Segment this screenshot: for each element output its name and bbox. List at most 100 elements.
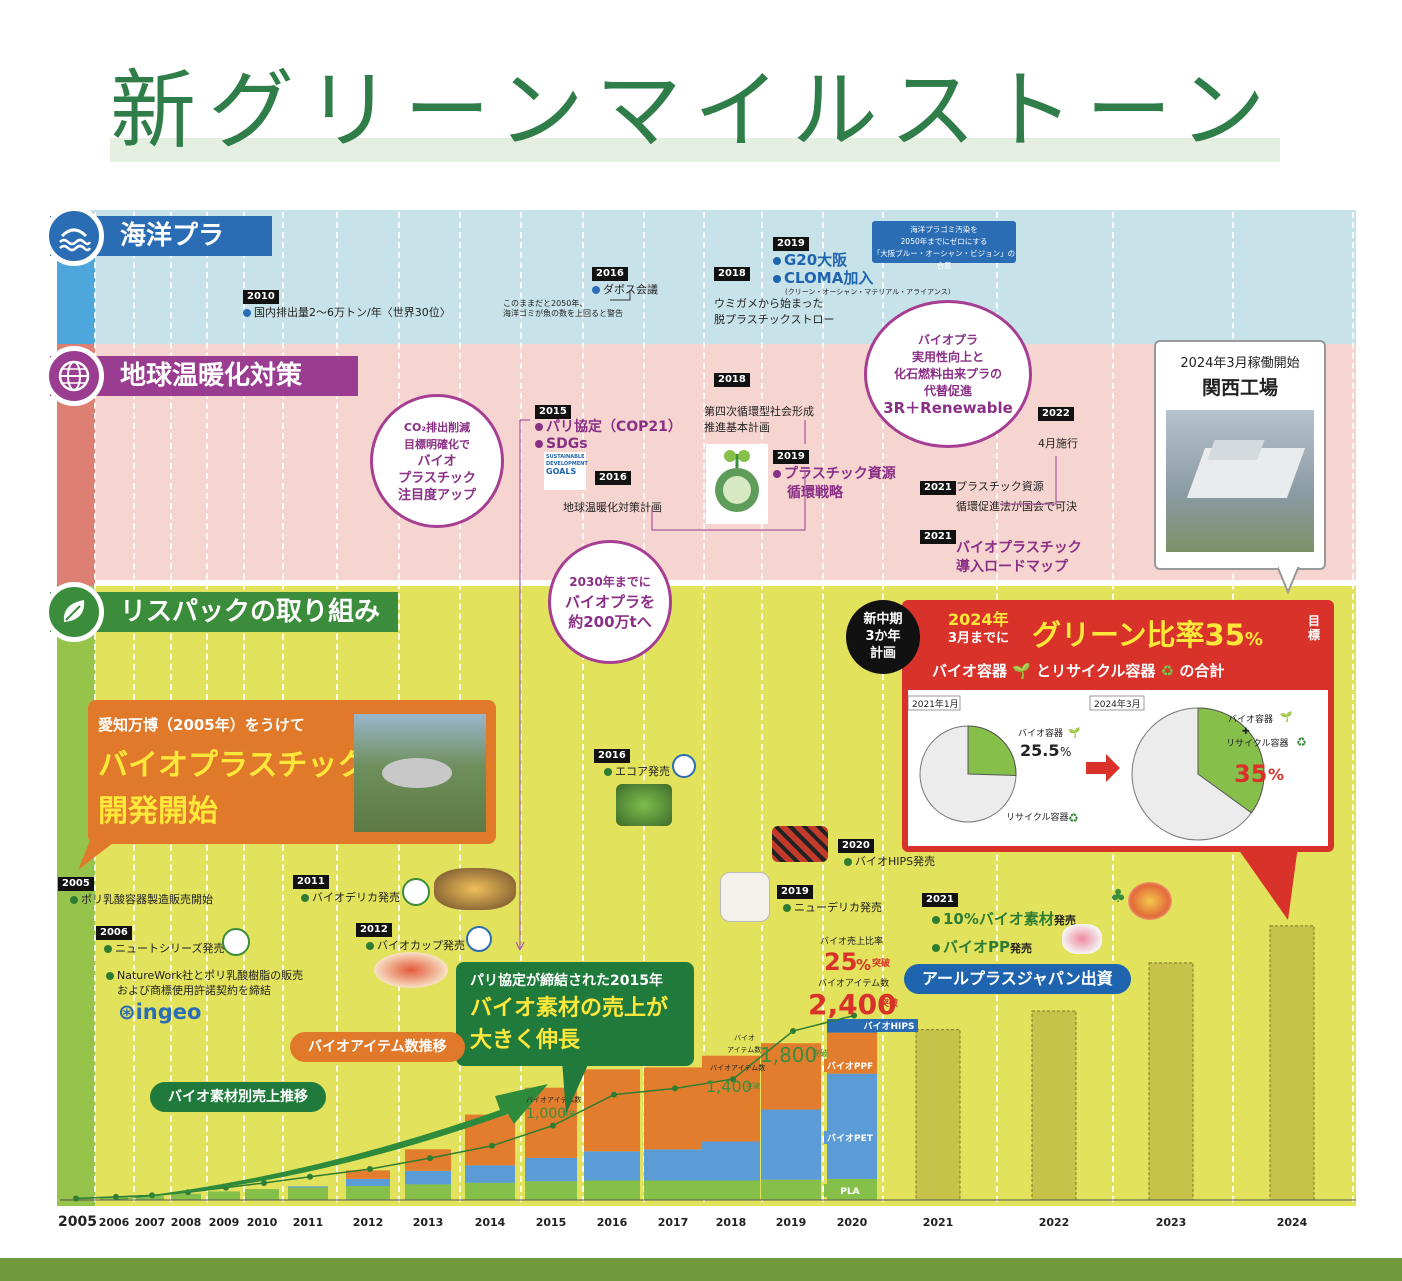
event-text-suffix: 発売	[1010, 942, 1032, 955]
expo-photo	[354, 714, 486, 832]
segment-label-pla-bg	[824, 1184, 876, 1197]
expo-panel: 愛知万博（2005年）をうけて バイオプラスチック 開発開始	[88, 700, 496, 844]
sprout-icon: 🌱	[1068, 727, 1080, 739]
ingeo-logo: ⊛ingeo	[118, 1000, 201, 1024]
year-gridline	[582, 212, 584, 1202]
dot-icon	[243, 309, 251, 317]
sales-ratio-value: 25	[824, 948, 857, 976]
event-text: 循環促進法が国会で可決	[956, 500, 1077, 513]
salad-cup-image	[1128, 882, 1172, 920]
event-text: 脱プラスチックストロー	[714, 313, 835, 326]
ocean-event-2018: 2018 ウミガメから始まった 脱プラスチックストロー	[714, 266, 834, 327]
event-text: 推進基本計画	[704, 421, 770, 434]
target-bar	[1031, 1010, 1077, 1201]
climate-event-2015: 2015 パリ協定（COP21） SDGs	[535, 402, 682, 453]
event-text: G20大阪	[784, 251, 848, 269]
dot-icon	[783, 904, 791, 912]
dot-icon	[104, 945, 112, 953]
items-point	[261, 1179, 267, 1186]
event-text: 地球温暖化対策計画	[563, 501, 662, 514]
climate-header-label: 地球温暖化対策	[120, 361, 303, 391]
pie2-pct: 35	[1234, 760, 1267, 788]
event-text: 国内排出量2～6万トン/年〈世界30位〉	[254, 306, 451, 319]
factory-pointer	[1278, 566, 1300, 595]
event-text: ウミガメから始まった	[714, 297, 824, 310]
plan-headline-text: グリーン比率35	[1032, 618, 1245, 652]
dot-icon	[844, 858, 852, 866]
whale-icon	[44, 206, 104, 266]
bubble-line: 約200万tへ	[568, 613, 652, 631]
pie2-slice	[1197, 707, 1265, 814]
item-count-tag: 突破	[746, 1081, 760, 1090]
bar-segment-PLA	[702, 1180, 760, 1200]
event-text: ポリ乳酸容器製造販売開始	[81, 893, 213, 906]
sdg-line: DEVELOPMENT	[546, 461, 588, 467]
bubble-line: CO₂排出削減	[403, 420, 471, 434]
bar-segment-バイオPET	[644, 1149, 702, 1181]
pp-cup-image	[1062, 924, 1102, 954]
bar-segment-バイオPET	[346, 1178, 390, 1186]
plan-goal-line: 目	[1308, 614, 1321, 628]
item-count-label: バイオアイテム数	[710, 1063, 765, 1072]
event-text: 4月施行	[1038, 437, 1078, 450]
ocean-event-2019: 2019 G20大阪 CLOMA加入 (クリーン・オーシャン・マテリアル・アライ…	[773, 236, 950, 297]
page-title: 新グリーンマイルストーン	[110, 61, 1278, 161]
risu-event-naturework: NatureWork社とポリ乳酸樹脂の販売 および商標使用許諾契約を締結	[106, 968, 303, 998]
plan-year: 2024年 3月までに	[948, 610, 1009, 648]
plan-subtitle: バイオ容器 🌱 とリサイクル容器 ♻ の合計	[932, 660, 1224, 681]
event-text: バイオデリカ発売	[312, 891, 400, 904]
globe-icon	[44, 346, 104, 406]
bar-segment-バイオPET	[827, 1073, 877, 1179]
ingeo-leaf-icon: ⊛	[118, 1000, 136, 1024]
pie1-bio-label: バイオ容器	[1018, 727, 1063, 739]
event-text-suffix: 発売	[1053, 914, 1076, 927]
bubble-line: バイオプラを	[564, 593, 655, 611]
bar-segment-バイオPET	[405, 1170, 451, 1185]
sales-trend-banner: バイオ素材別売上推移	[150, 1082, 326, 1112]
item-count-label: アイテム数	[727, 1045, 761, 1054]
risu-event-2005: 2005 ポリ乳酸容器製造販売開始	[58, 876, 213, 907]
event-subtext: (クリーン・オーシャン・マテリアル・アライアンス)	[785, 288, 951, 296]
year-tag: 2018	[714, 267, 750, 281]
year-tag: 2019	[777, 885, 813, 899]
bar-segment-バイオPPF	[346, 1170, 390, 1179]
bar-segment-PLA	[208, 1191, 240, 1200]
risu-header: リスパックの取り組み	[50, 592, 398, 632]
plan-badge: 新中期 3か年 計画	[846, 600, 920, 674]
year-tag: 2019	[773, 237, 809, 251]
year-tag: 2016	[595, 471, 631, 485]
climate-event-2019: 2019 プラスチック資源 循環戦略	[773, 446, 896, 503]
axis-tick-label: 2006	[98, 1216, 130, 1229]
risu-event-2020: 2020 バイオHIPS発売	[838, 838, 935, 869]
expo-pointer	[78, 836, 122, 870]
ocean-event-2010: 2010 国内排出量2～6万トン/年〈世界30位〉	[243, 289, 451, 320]
bubble-line: 化石燃料由来プラの	[893, 366, 1002, 381]
pie2-plus: ✚	[1242, 727, 1250, 737]
arplus-banner: アールプラスジャパン出資	[904, 964, 1131, 994]
year-gridline	[703, 212, 705, 1202]
bar-segment-PLA	[136, 1196, 164, 1200]
plan-goal: 目 標	[1308, 614, 1320, 642]
year-gridline	[822, 212, 824, 1202]
pie1-label: 2021年1月	[912, 698, 959, 710]
bar-segment-PLA	[288, 1187, 328, 1200]
bubble-line: 3R＋Renewable	[883, 398, 1013, 417]
bar-segment-PLA	[761, 1179, 821, 1200]
ocean-band	[60, 210, 1356, 344]
year-tag: 2011	[293, 875, 329, 889]
dot-icon	[106, 972, 114, 980]
co2-bubble: CO₂排出削減 目標明確化で バイオ プラスチック 注目度アップ	[370, 394, 504, 528]
items-point	[489, 1142, 495, 1149]
bar-segment-PLA	[171, 1193, 201, 1200]
bar-segment-バイオPET	[465, 1165, 515, 1183]
sdgs-logo: SUSTAINABLE DEVELOPMENT GOALS	[544, 452, 588, 490]
segment-label-pet: バイオPET	[827, 1133, 874, 1144]
bubble-line: 代替促進	[923, 383, 972, 398]
items-point	[790, 1028, 796, 1035]
axis-tick-label: 2012	[352, 1216, 384, 1229]
axis-tick-label: 2008	[170, 1216, 202, 1229]
newdeli-image	[720, 872, 770, 922]
axis-tick-label: 2009	[208, 1216, 240, 1229]
pie1-recycle-label: リサイクル容器	[1006, 811, 1069, 823]
